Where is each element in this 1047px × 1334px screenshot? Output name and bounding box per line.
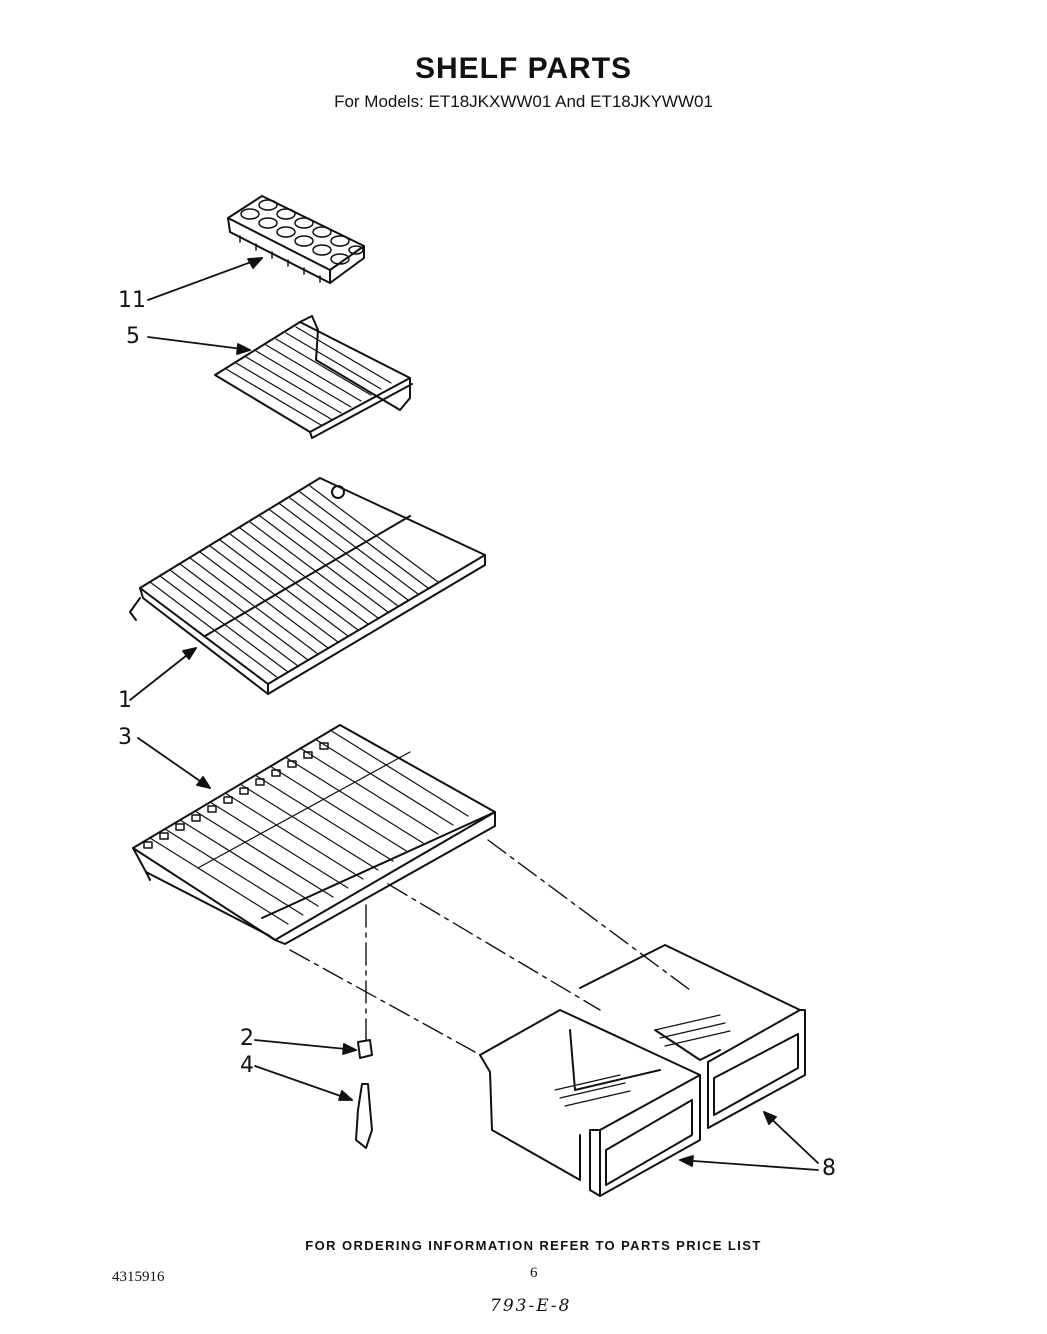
callout-8: 8 (822, 1156, 836, 1181)
callout-11: 11 (118, 288, 146, 313)
page-title: SHELF PARTS (414, 52, 633, 85)
callout-5: 5 (126, 324, 140, 349)
small-wire-shelf-part (214, 315, 413, 439)
page-number: 6 (530, 1265, 538, 1281)
ordering-info-note: FOR ORDERING INFORMATION REFER TO PARTS … (305, 1238, 762, 1253)
crisper-drawers-part (479, 944, 806, 1197)
callout-1: 1 (118, 688, 132, 713)
handwritten-note: 793-E-8 (490, 1296, 572, 1316)
callout-4: 4 (240, 1053, 254, 1078)
ice-tray-part (227, 195, 365, 284)
document-number: 4315916 (112, 1269, 165, 1285)
large-wire-shelf-part (129, 477, 486, 695)
bracket-and-screw-parts (355, 1039, 373, 1149)
crisper-cover-shelf-part (132, 724, 496, 945)
callout-3: 3 (118, 725, 132, 750)
models-subtitle: For Models: ET18JKXWW01 And ET18JKYWW01 (334, 92, 713, 111)
callout-2: 2 (240, 1026, 254, 1051)
